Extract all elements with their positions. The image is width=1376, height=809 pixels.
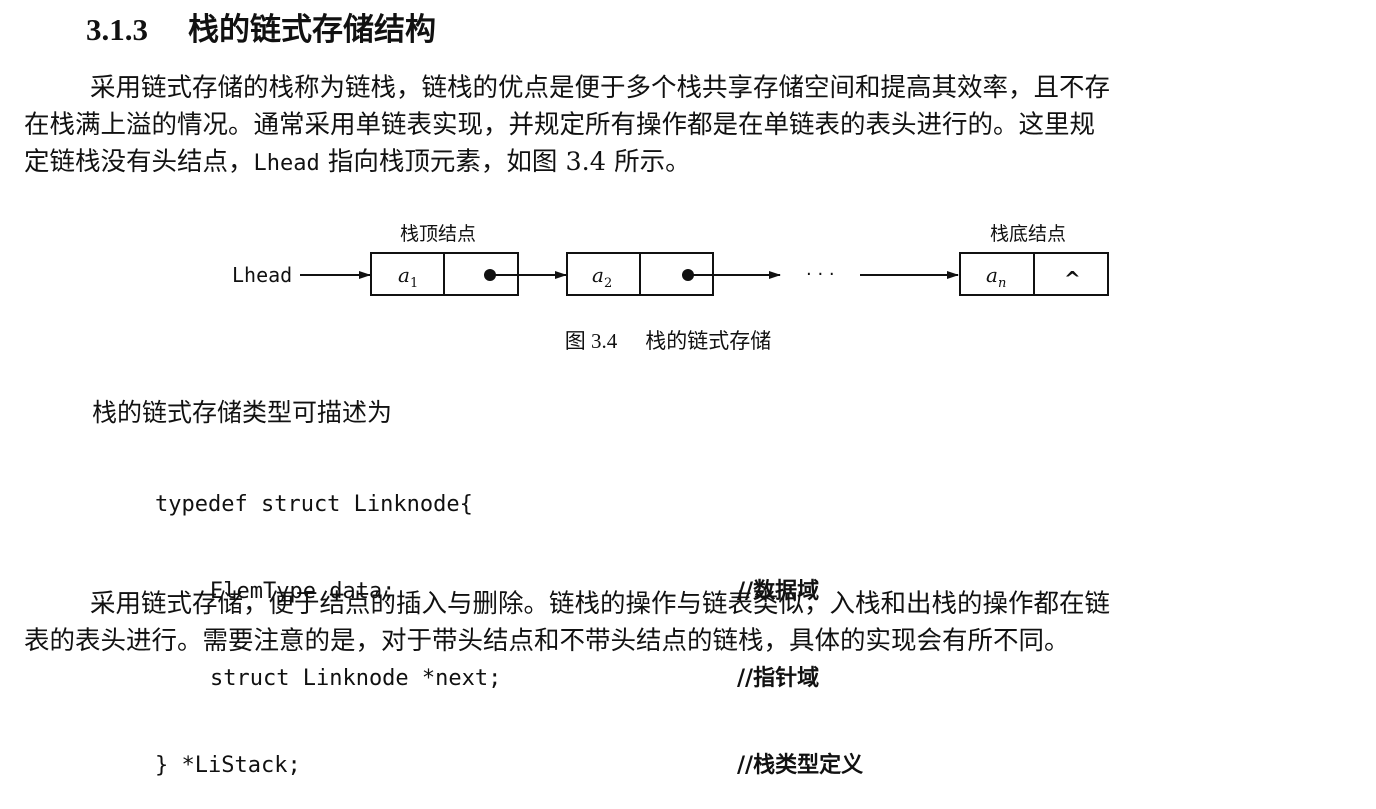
section-heading: 3.1.3 栈的链式存储结构 xyxy=(86,4,436,49)
node-data-label: a xyxy=(398,263,410,287)
paragraph-line: 在栈满上溢的情况。通常采用单链表实现，并规定所有操作都是在单链表的表头进行的。这… xyxy=(24,110,1096,140)
paragraph-line: 定链栈没有头结点，Lhead 指向栈顶元素，如图 3.4 所示。 xyxy=(24,144,1354,181)
code-text: ElemType data; xyxy=(210,579,396,604)
code-line: typedef struct Linknode{ xyxy=(155,486,1055,523)
code-text: } *LiStack; xyxy=(155,753,301,778)
svg-text:a2: a2 xyxy=(592,263,612,291)
code-comment: //数据域 xyxy=(737,578,820,604)
code-line: struct Linknode *next; //指针域 xyxy=(155,660,1055,697)
node-data-subscript: 2 xyxy=(604,276,612,291)
paragraph-intro: 采用链式存储的栈称为链栈，链栈的优点是便于多个栈共享存储空间和提高其效率，且不存… xyxy=(24,70,1354,181)
code-line: } *LiStack; //栈类型定义 xyxy=(155,747,1055,784)
paragraph-text: 定链栈没有头结点， xyxy=(24,147,254,177)
stack-top-node: a1 xyxy=(370,252,519,296)
pointer-label-lhead: Lhead xyxy=(232,263,292,287)
paragraph-line: 采用链式存储，便于结点的插入与删除。链栈的操作与链表类似，入栈和出栈的操作都在链 xyxy=(90,589,1111,619)
svg-text:a1: a1 xyxy=(398,263,418,291)
ellipsis: · · · xyxy=(806,264,835,285)
section-number: 3.1.3 xyxy=(86,12,148,47)
bottom-node-label: 栈底结点 xyxy=(990,223,1066,245)
top-node-label: 栈顶结点 xyxy=(400,223,476,245)
code-text: struct Linknode *next; xyxy=(210,666,502,691)
node-data-label: a xyxy=(592,263,604,287)
figure-title: 栈的链式存储 xyxy=(645,329,772,353)
node-data-subscript: 1 xyxy=(410,276,418,291)
figure-caption: 图 3.4 栈的链式存储 xyxy=(0,325,1376,355)
paragraph-line: 表的表头进行。需要注意的是，对于带头结点和不带头结点的链栈，具体的实现会有所不同… xyxy=(24,626,1070,656)
type-description-intro: 栈的链式存储类型可描述为 xyxy=(92,398,393,427)
figure-number: 图 3.4 xyxy=(564,329,618,353)
stack-bottom-node: an ^ xyxy=(959,252,1109,296)
paragraph-text: 指向栈顶元素，如图 3.4 所示。 xyxy=(319,147,691,177)
code-comment: //栈类型定义 xyxy=(737,752,864,778)
section-title: 栈的链式存储结构 xyxy=(188,12,436,48)
paragraph-line: 采用链式存储的栈称为链栈，链栈的优点是便于多个栈共享存储空间和提高其效率，且不存 xyxy=(90,73,1111,103)
paragraph-conclusion: 采用链式存储，便于结点的插入与删除。链栈的操作与链表类似，入栈和出栈的操作都在链… xyxy=(24,586,1354,660)
null-pointer-symbol: ^ xyxy=(1064,267,1081,291)
inline-code-lhead: Lhead xyxy=(253,151,320,176)
node-data-label: a xyxy=(986,263,998,287)
node-data-subscript: n xyxy=(998,276,1006,291)
svg-text:an: an xyxy=(986,263,1006,291)
code-line: ElemType data; //数据域 xyxy=(155,573,1055,610)
code-comment: //指针域 xyxy=(737,665,820,691)
code-text: typedef struct Linknode{ xyxy=(155,492,473,517)
linked-stack-diagram: Lhead 栈顶结点 a1 a2 · · · 栈底结点 an ^ xyxy=(232,223,1109,296)
